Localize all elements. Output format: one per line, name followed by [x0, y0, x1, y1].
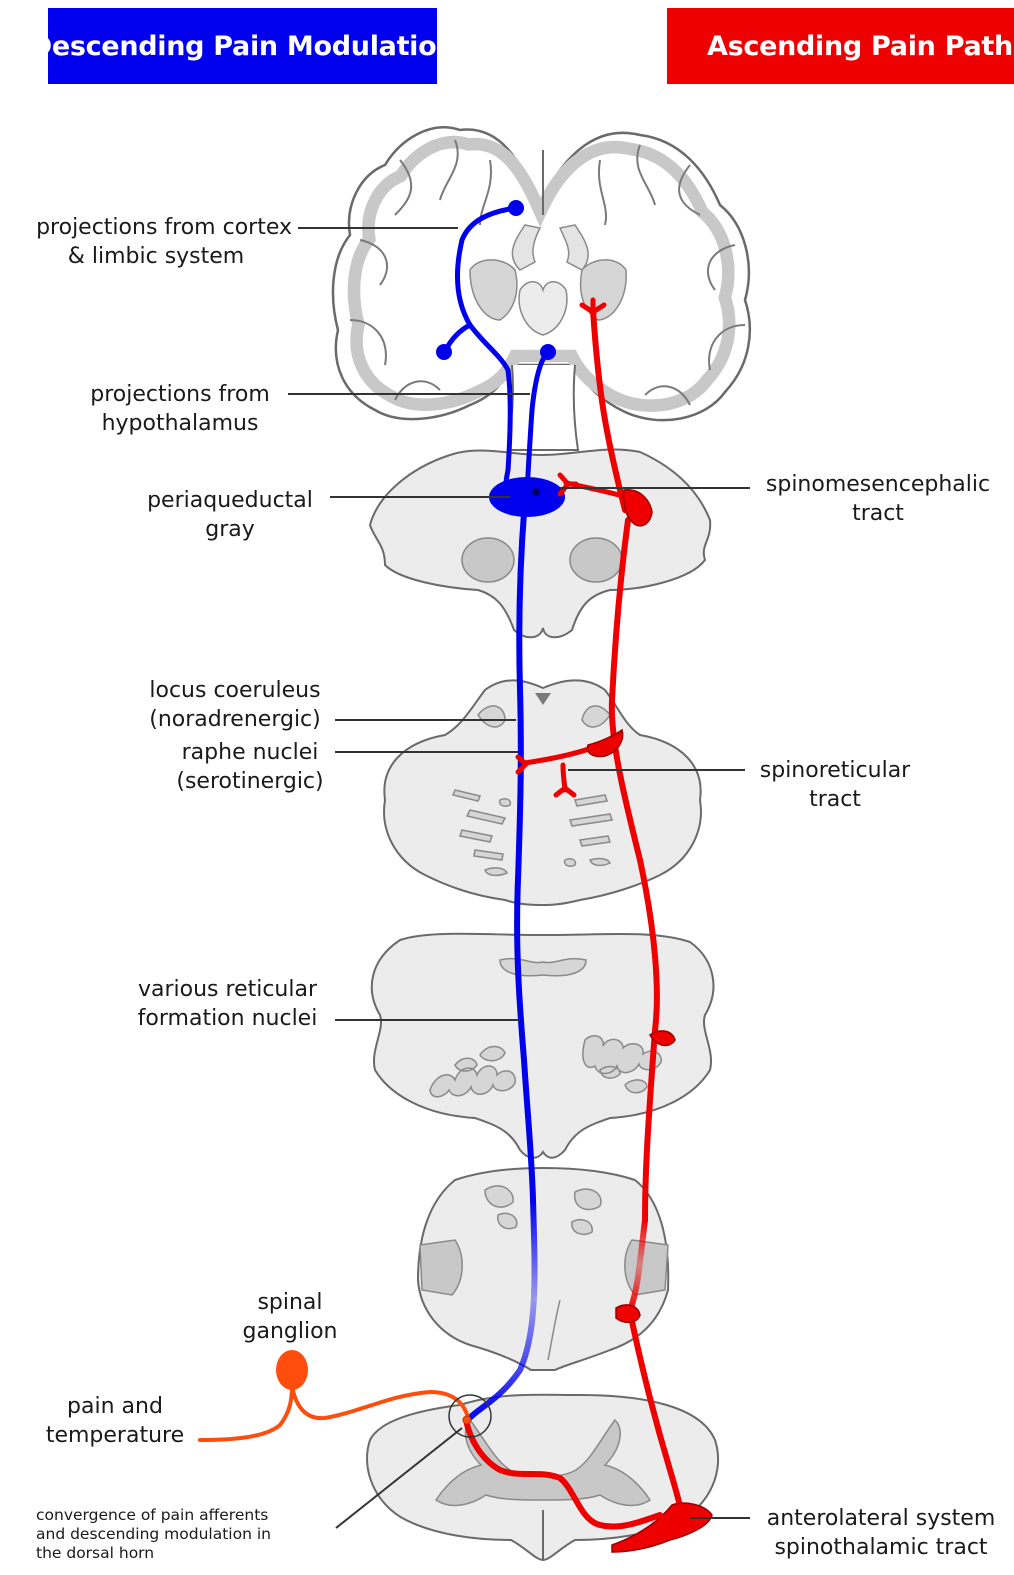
label-pain-temperature: pain and temperature	[30, 1392, 200, 1450]
label-spinoreticular-tract: spinoreticular tract	[745, 756, 925, 814]
label-line: and descending modulation in	[36, 1525, 356, 1544]
label-anterolateral-system: anterolateral system spinothalamic tract	[752, 1504, 1010, 1562]
label-line: spinothalamic tract	[752, 1533, 1010, 1562]
label-raphe-nuclei: raphe nuclei (serotinergic)	[160, 738, 340, 796]
label-reticular-formation: various reticular formation nuclei	[115, 975, 340, 1033]
label-line: periaqueductal	[130, 486, 330, 515]
label-line: gray	[130, 515, 330, 544]
brainstem-connection	[508, 365, 578, 450]
label-line: various reticular	[115, 975, 340, 1004]
convergence-synapse	[463, 1416, 471, 1424]
label-line: spinal	[230, 1288, 350, 1317]
label-line: (noradrenergic)	[120, 705, 350, 734]
limbic-terminal	[436, 344, 452, 360]
label-line: formation nuclei	[115, 1004, 340, 1033]
label-line: spinomesencephalic	[748, 470, 1008, 499]
label-line: projections from	[60, 380, 300, 409]
label-line: the dorsal horn	[36, 1544, 356, 1563]
midbrain-section	[370, 450, 710, 638]
afferent-peripheral-fiber	[200, 1385, 292, 1440]
label-spinal-ganglion: spinal ganglion	[230, 1288, 350, 1346]
label-line: projections from cortex	[0, 213, 292, 242]
label-line: raphe nuclei	[160, 738, 340, 767]
label-hypothalamus-projections: projections from hypothalamus	[60, 380, 300, 438]
pons-outline	[384, 680, 701, 905]
label-line: anterolateral system	[752, 1504, 1010, 1533]
brain-coronal-section	[333, 127, 750, 450]
label-line: convergence of pain afferents	[36, 1506, 356, 1525]
red-nucleus-right	[570, 538, 622, 582]
spinal-ganglion-cell	[276, 1350, 308, 1390]
lower-medulla-tract-bundle	[616, 1305, 640, 1322]
cortex-terminal	[508, 200, 524, 216]
label-line: tract	[745, 785, 925, 814]
label-line: tract	[748, 499, 1008, 528]
label-line: locus coeruleus	[120, 676, 350, 705]
label-line: ganglion	[230, 1317, 350, 1346]
lower-medulla-section	[418, 1168, 668, 1370]
label-line: & limbic system	[0, 242, 292, 271]
red-nucleus-left	[462, 538, 514, 582]
hypothalamus-terminal	[540, 344, 556, 360]
label-line: spinoreticular	[745, 756, 925, 785]
label-line: (serotinergic)	[160, 767, 340, 796]
label-line: hypothalamus	[60, 409, 300, 438]
label-periaqueductal-gray: periaqueductal gray	[130, 486, 330, 544]
label-line: pain and	[30, 1392, 200, 1421]
midbrain-outline	[370, 450, 710, 638]
label-line: temperature	[30, 1421, 200, 1450]
label-cortex-projections: projections from cortex & limbic system	[0, 213, 292, 271]
aqueduct	[532, 488, 540, 496]
label-spinomesencephalic-tract: spinomesencephalic tract	[748, 470, 1008, 528]
label-locus-coeruleus: locus coeruleus (noradrenergic)	[120, 676, 350, 734]
pons-section	[384, 680, 701, 905]
label-convergence-dorsal-horn: convergence of pain afferents and descen…	[36, 1506, 356, 1563]
